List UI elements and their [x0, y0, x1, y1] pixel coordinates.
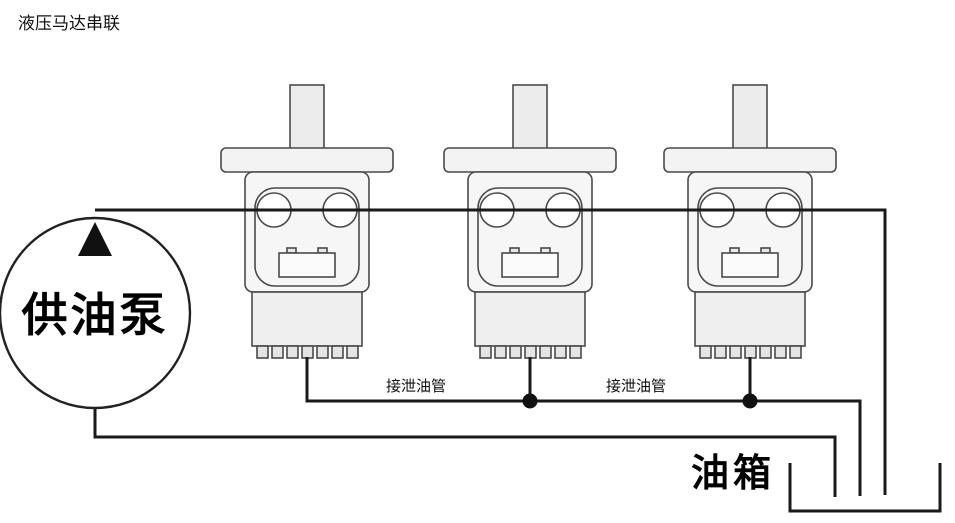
drain-junction-dot-1	[522, 393, 538, 409]
pump-circle	[0, 216, 192, 410]
hydraulic-motor-3	[663, 84, 837, 359]
drain-junction-dot-2	[742, 393, 758, 409]
hydraulic-motor-2	[443, 84, 617, 359]
diagram-title: 液压马达串联	[18, 14, 120, 33]
tank-label: 油箱	[691, 453, 775, 495]
piping	[93, 208, 942, 513]
hydraulic-motor-1	[220, 84, 394, 359]
supply-line	[95, 208, 887, 495]
oil-tank-outline	[788, 463, 942, 513]
pump-label: 供油泵	[22, 290, 169, 341]
drain-pipe-label-1: 接泄油管	[386, 378, 446, 395]
suction-line	[93, 408, 837, 497]
drain-pipe-label-2: 接泄油管	[606, 378, 666, 395]
drain-line-main	[305, 357, 862, 496]
flow-direction-triangle-icon	[78, 222, 112, 256]
